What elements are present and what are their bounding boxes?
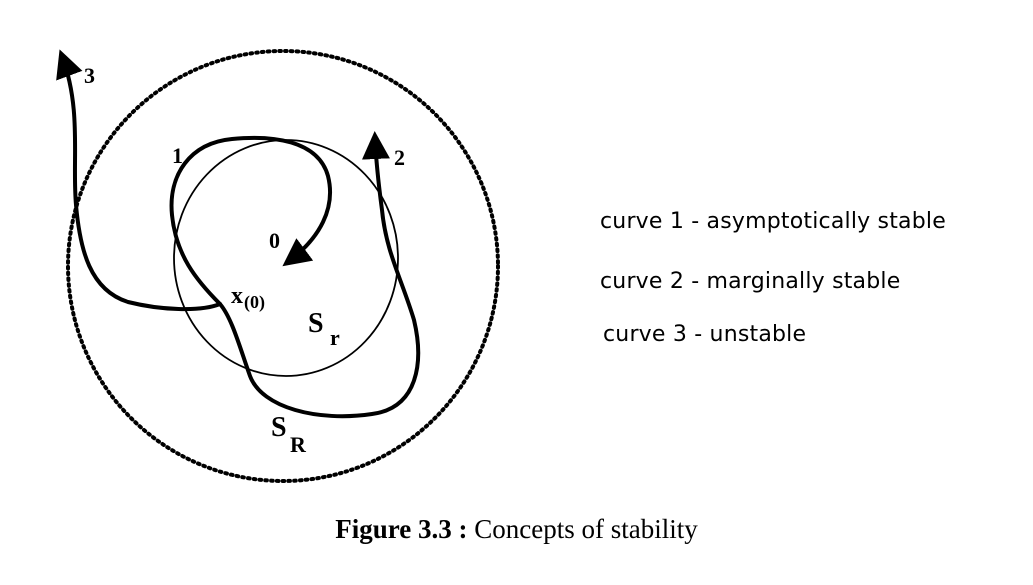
outer-region-subscript: R [290, 432, 307, 457]
curve-2-path [218, 131, 421, 419]
outer-region-circle [66, 49, 500, 483]
start-point-subscript: (0) [244, 292, 265, 313]
inner-region-label: S [308, 308, 324, 339]
figure-caption-text: Concepts of stability [467, 514, 698, 544]
outer-region-label: S [271, 412, 287, 443]
curve-1-path [169, 135, 333, 306]
origin-label: 0 [269, 228, 280, 253]
legend-curve-2: curve 2 - marginally stable [600, 269, 901, 294]
figure-number: Figure 3.3 : [335, 514, 468, 544]
start-point-label: x [231, 283, 243, 309]
curve-1-label: 1 [172, 143, 183, 168]
curve-3-label: 3 [84, 63, 95, 88]
legend-curve-1: curve 1 - asymptotically stable [600, 209, 946, 234]
inner-region-circle [173, 139, 399, 377]
inner-region-subscript: r [330, 325, 340, 350]
curve-2-label: 2 [394, 145, 405, 170]
figure-caption: Figure 3.3 : Concepts of stability [0, 514, 1033, 545]
legend-curve-3: curve 3 - unstable [603, 322, 807, 347]
curve-3-path [56, 49, 222, 312]
